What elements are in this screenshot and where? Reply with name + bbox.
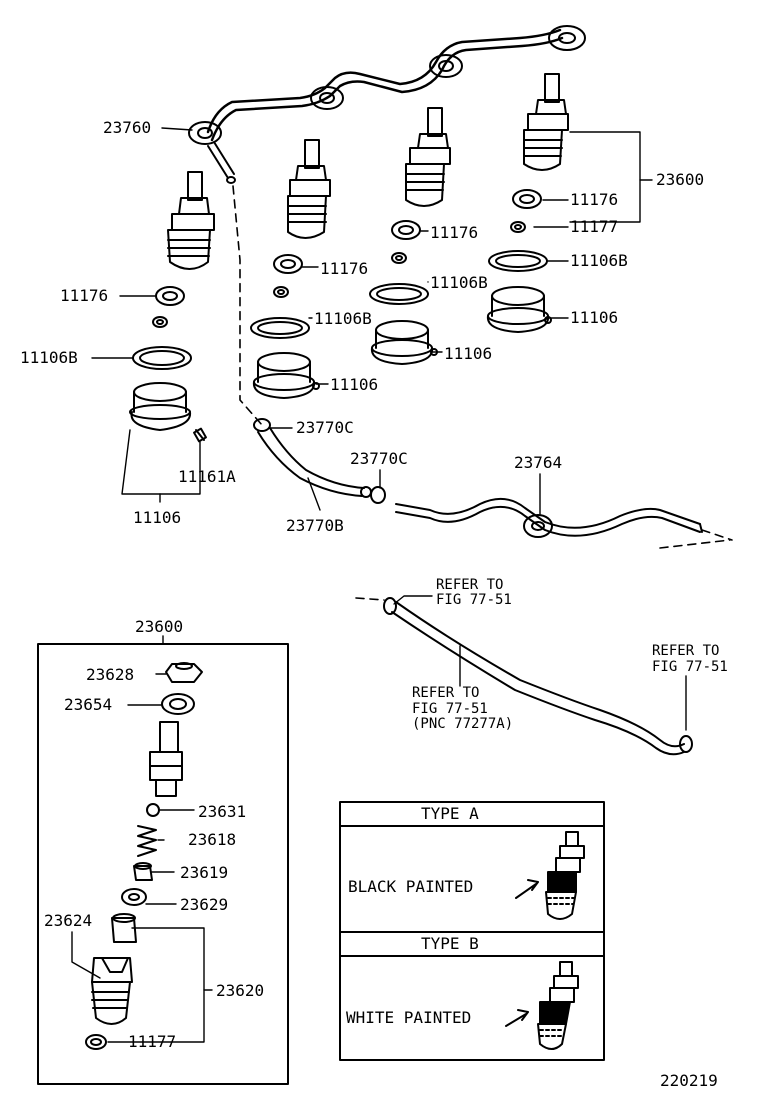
label-11106-c: 11106 — [330, 375, 379, 394]
type-box — [339, 801, 605, 1061]
label-23629: 23629 — [180, 895, 229, 914]
label-23770b: 23770B — [286, 516, 344, 535]
type-a-description: BLACK PAINTED — [348, 877, 474, 896]
diagram-id: 220219 — [660, 1071, 718, 1090]
label-23619: 23619 — [180, 863, 229, 882]
return-pipe-23760 — [188, 25, 586, 184]
leader-lines-box — [71, 673, 213, 1043]
type-a-injector — [515, 831, 585, 920]
type-b-description: WHITE PAINTED — [346, 1008, 472, 1027]
label-23600-top: 23600 — [656, 170, 705, 189]
label-11177-b: 11177 — [128, 1032, 177, 1051]
ref-3-line2: FIG 77-51 — [412, 701, 488, 717]
label-23770c-a: 23770C — [296, 418, 354, 437]
label-11177-a: 11177 — [570, 217, 619, 236]
injector-2 — [250, 139, 331, 399]
label-11106-b: 11106 — [444, 344, 493, 363]
injector-1 — [129, 171, 215, 443]
label-23770c-b: 23770C — [350, 449, 408, 468]
label-11106-a: 11106 — [570, 308, 619, 327]
label-23654: 23654 — [64, 695, 113, 714]
label-11106b-d: 11106B — [20, 348, 78, 367]
ref-leaders — [393, 595, 687, 731]
type-a-title: TYPE A — [421, 804, 479, 823]
injector-exploded-parts — [85, 662, 203, 1050]
label-11176-c: 11176 — [320, 259, 369, 278]
label-11106b-b: 11106B — [430, 273, 488, 292]
leak-off-hoses — [253, 418, 733, 549]
ref-2-line1: REFER TO — [652, 643, 720, 659]
dashed-connector — [232, 185, 263, 426]
label-11176-a: 11176 — [570, 190, 619, 209]
label-11106b-a: 11106B — [570, 251, 628, 270]
leader-lines-top — [91, 127, 653, 515]
label-23628: 23628 — [86, 665, 135, 684]
label-11106b-c: 11106B — [314, 309, 372, 328]
label-11106-d: 11106 — [133, 508, 182, 527]
label-23624: 23624 — [44, 911, 93, 930]
ref-1-line1: REFER TO — [436, 577, 504, 593]
fuel-hose-77277a — [355, 597, 693, 756]
label-11161a: 11161A — [178, 467, 236, 486]
label-23600-box: 23600 — [135, 617, 184, 636]
label-11176-b: 11176 — [430, 223, 479, 242]
injector-3 — [369, 107, 451, 365]
label-11176-d: 11176 — [60, 286, 109, 305]
type-b-title: TYPE B — [421, 934, 479, 953]
ref-1-line2: FIG 77-51 — [436, 592, 512, 608]
label-23620: 23620 — [216, 981, 265, 1000]
label-23764: 23764 — [514, 453, 563, 472]
ref-2-line2: FIG 77-51 — [652, 659, 728, 675]
label-23631: 23631 — [198, 802, 247, 821]
injector-4 — [486, 73, 569, 333]
label-23618: 23618 — [188, 830, 237, 849]
label-23760: 23760 — [103, 118, 152, 137]
type-b-injector — [505, 961, 579, 1050]
ref-3-line1: REFER TO — [412, 685, 480, 701]
ref-3-line3: (PNC 77277A) — [412, 716, 514, 732]
